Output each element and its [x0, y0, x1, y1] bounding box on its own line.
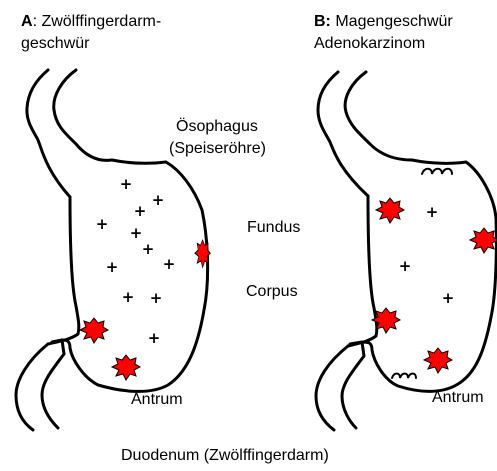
svg-text:+: + [120, 175, 133, 193]
stomach-b [316, 72, 496, 430]
svg-text:+: + [150, 289, 163, 307]
stomach-b-inner [348, 196, 377, 346]
plus-markers-b: + + + [399, 203, 455, 307]
ulcer-b-1 [376, 198, 404, 223]
svg-text:+: + [442, 289, 455, 307]
stomach-b-outline [350, 160, 496, 391]
stomach-a-inner [48, 197, 79, 344]
svg-text:+: + [142, 240, 155, 258]
svg-text:+: + [134, 202, 147, 220]
stomach-a-outline [52, 160, 208, 391]
svg-text:+: + [148, 329, 161, 347]
stomach-a [16, 70, 208, 430]
ulcer-a-1 [80, 318, 108, 343]
svg-text:+: + [152, 191, 165, 209]
plus-markers-a: + + + + + + + + + + + [96, 175, 176, 347]
svg-text:+: + [426, 203, 439, 221]
esophagus-a-left-wall [27, 70, 70, 197]
svg-text:+: + [130, 224, 143, 242]
ulcer-a-2 [112, 355, 140, 380]
ulcer-b-4 [424, 348, 452, 373]
ulcer-a-3 [195, 240, 210, 268]
svg-text:+: + [122, 288, 135, 306]
ulcer-b-3 [372, 308, 400, 333]
esophagus-b-right-wall [345, 72, 412, 160]
duodenum-a-inner [42, 340, 64, 428]
lesions-b [372, 198, 497, 373]
esophagus-a-right-wall [54, 70, 112, 160]
svg-text:+: + [163, 255, 176, 273]
svg-text:+: + [106, 258, 119, 276]
duodenum-b-inner [342, 342, 364, 428]
ulcer-b-2 [470, 228, 497, 253]
svg-text:+: + [399, 257, 412, 275]
svg-text:+: + [96, 215, 109, 233]
